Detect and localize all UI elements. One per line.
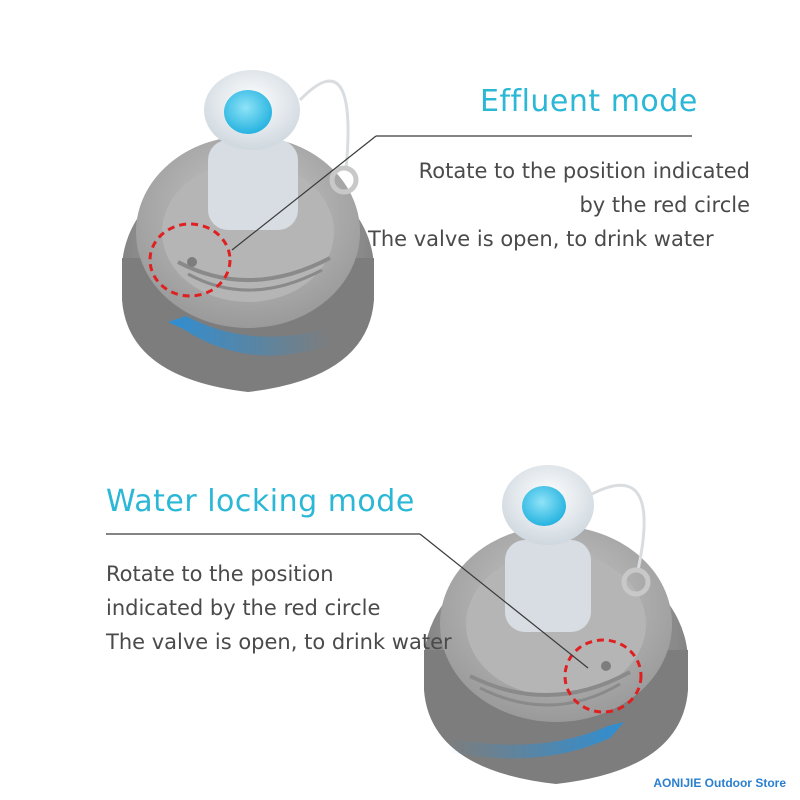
water-locking-mode-title: Water locking mode [106,484,415,519]
rotate-arrow-left [168,316,330,356]
cap-bottom [424,465,688,784]
rotate-arrow-right [448,722,624,759]
pointer-line-top [231,135,377,251]
red-circle-marker-top [148,222,232,298]
pointer-line-bottom-diag [419,533,589,669]
description-line: Rotate to the position indicated [418,159,750,183]
store-watermark: AONIJIE Outdoor Store [653,776,786,790]
red-circle-marker-bottom [563,638,643,714]
water-locking-mode-description: Rotate to the position indicated by the … [106,557,506,659]
effluent-mode-description: Rotate to the position indicated by the … [360,154,750,256]
description-line: The valve is open, to drink water [106,630,452,654]
description-line: by the red circle [579,193,750,217]
description-line: The valve is open, to drink water [368,227,714,251]
effluent-mode-title: Effluent mode [480,84,698,119]
description-line: Rotate to the position [106,562,334,586]
description-line: indicated by the red circle [106,596,381,620]
